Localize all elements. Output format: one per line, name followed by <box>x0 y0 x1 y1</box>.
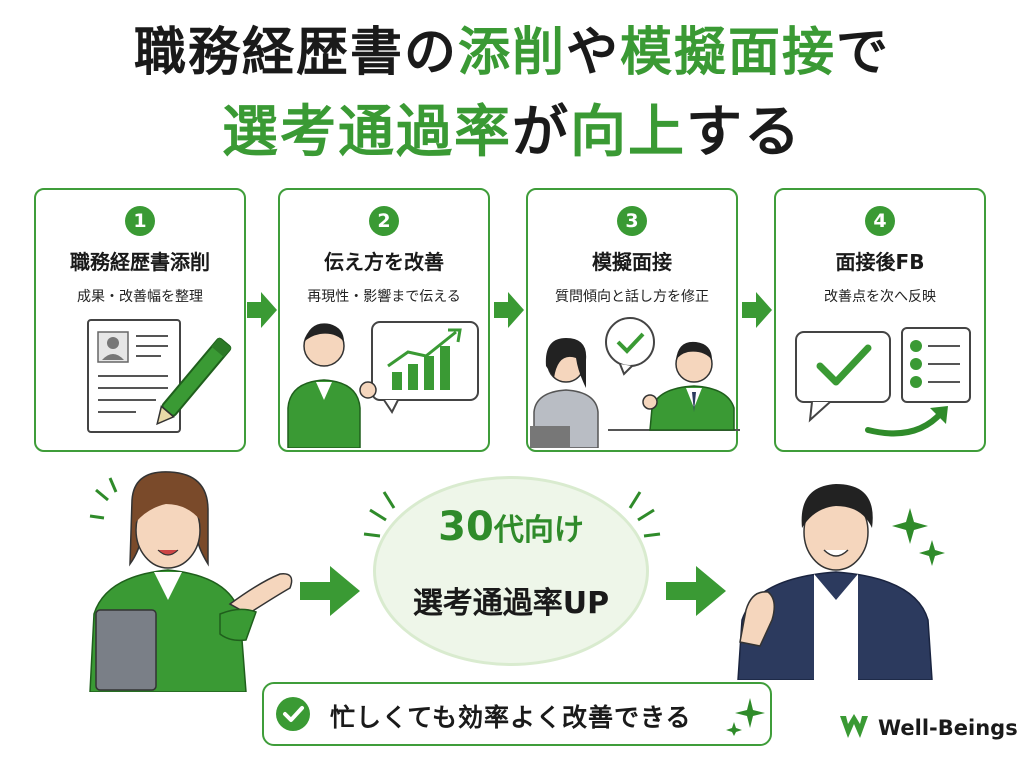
step-title-2: 伝え方を改善 <box>324 250 444 274</box>
wb-logo-icon <box>840 714 868 738</box>
headline-1-seg-1: 添削 <box>457 23 566 83</box>
man-success-icon <box>737 484 945 680</box>
sparkle-icon <box>726 698 765 736</box>
flow-arrow-icon <box>666 566 726 616</box>
hero-title: 30代向け <box>373 504 649 550</box>
headline-2-seg-3: する <box>686 100 802 165</box>
checklist-feedback-icon <box>795 327 971 437</box>
step-subtitle-2: 再現性・影響まで伝える <box>307 289 461 305</box>
headline-1-seg-3: 模擬面接 <box>620 23 837 83</box>
headline-1-seg-0: 職務経歴書の <box>133 23 458 83</box>
step-subtitle-4: 改善点を次へ反映 <box>824 289 936 305</box>
headline-2-seg-1: が <box>512 100 570 165</box>
headline-line-2: 選考通過率が向上する <box>0 100 1024 166</box>
step-title-3: 模擬面接 <box>592 250 672 274</box>
step-number-3: 3 <box>617 206 647 236</box>
hero-suffix: 代向け <box>493 513 584 548</box>
step-arrow-icon <box>742 292 772 328</box>
hero-number: 30 <box>438 504 494 550</box>
step-number-2: 2 <box>369 206 399 236</box>
step-arrow-icon <box>494 292 524 328</box>
interview-icon <box>530 317 740 448</box>
step-card-2: 2 伝え方を改善 再現性・影響まで伝える <box>278 188 490 452</box>
headline-line-1: 職務経歴書の添削や模擬面接で <box>0 22 1024 84</box>
headline-1-seg-4: で <box>836 23 891 83</box>
step-subtitle-1: 成果・改善幅を整理 <box>77 289 203 305</box>
step-number-4: 4 <box>865 206 895 236</box>
headline-1-seg-2: や <box>565 23 620 83</box>
check-circle-icon <box>276 697 310 731</box>
benefit-banner <box>262 682 772 746</box>
benefit-text: 忙しくても効率よく改善できる <box>330 703 692 732</box>
hero-subtitle: 選考通過率UP <box>412 586 610 621</box>
woman-presenter-icon <box>89 471 293 692</box>
headline-2-seg-0: 選考通過率 <box>222 100 512 165</box>
presenter-with-chart-icon <box>287 321 479 448</box>
step-arrow-icon <box>247 292 277 328</box>
sparkle-lines-icon <box>363 491 661 538</box>
step-card-3: 3 模擬面接 質問傾向と話し方を修正 <box>526 188 740 452</box>
hero-badge <box>373 476 649 666</box>
resume-with-pen-icon <box>87 319 232 433</box>
step-title-1: 職務経歴書添削 <box>70 250 210 274</box>
headline-2-seg-2: 向上 <box>570 100 686 165</box>
step-number-1: 1 <box>125 206 155 236</box>
step-card-4: 4 面接後FB 改善点を次へ反映 <box>774 188 986 452</box>
flow-arrow-icon <box>300 566 360 616</box>
step-card-1: 1 職務経歴書添削 成果・改善幅を整理 <box>34 188 246 452</box>
step-subtitle-3: 質問傾向と話し方を修正 <box>555 289 709 305</box>
step-title-4: 面接後FB <box>835 250 925 274</box>
brand-name: Well-Beings <box>878 716 1018 740</box>
